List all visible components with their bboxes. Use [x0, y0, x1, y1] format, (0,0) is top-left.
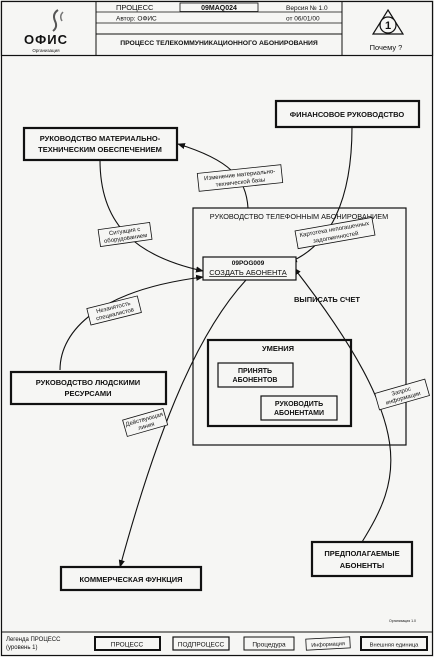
svg-text:РУКОВОДСТВО МАТЕРИАЛЬНО-: РУКОВОДСТВО МАТЕРИАЛЬНО-: [40, 134, 161, 143]
logo: ОФИС Организация: [24, 9, 68, 53]
node-commercial-function[interactable]: КОММЕРЧЕСКАЯ ФУНКЦИЯ: [59, 565, 203, 592]
legend: Легенда ПРОЦЕСС (уровень 1) ПРОЦЕСС ПОДП…: [1, 631, 433, 651]
legend-title-line2: (уровень 1): [6, 645, 38, 651]
node-prospective-subscribers[interactable]: ПРЕДПОЛАГАЕМЫЕ АБОНЕНТЫ: [310, 540, 414, 578]
logo-subtext: Организация: [32, 48, 60, 53]
svg-text:Процедура: Процедура: [252, 642, 286, 649]
svg-text:РУКОВОДСТВО ЛЮДСКИМИ: РУКОВОДСТВО ЛЮДСКИМИ: [36, 378, 140, 387]
why-label: Почему ?: [370, 43, 403, 52]
svg-text:РУКОВОДИТЬ: РУКОВОДИТЬ: [275, 401, 323, 408]
svg-text:ПРОЦЕСС: ПРОЦЕСС: [111, 642, 144, 649]
svg-text:ФИНАНСОВОЕ РУКОВОДСТВО: ФИНАНСОВОЕ РУКОВОДСТВО: [290, 110, 405, 119]
svg-text:АБОНЕНТАМИ: АБОНЕНТАМИ: [274, 410, 324, 417]
why-indicator: 1 Почему ?: [370, 8, 405, 52]
svg-text:АБОНЕНТЫ: АБОНЕНТЫ: [340, 561, 384, 570]
phone-subscription-title: РУКОВОДСТВО ТЕЛЕФОННЫМ АБОНИРОВАНИЕМ: [210, 212, 388, 221]
create-subscriber-code: 09POG009: [232, 260, 265, 267]
legend-item-subprocess: ПОДПРОЦЕСС: [172, 636, 230, 651]
flow-label-material-change: Изменение материально- технической базы: [196, 164, 284, 192]
svg-text:ПОДПРОЦЕСС: ПОДПРОЦЕСС: [178, 642, 225, 649]
node-manage-subscribers[interactable]: РУКОВОДИТЬ АБОНЕНТАМИ: [260, 395, 338, 421]
svg-text:Ситуация с: Ситуация с: [109, 227, 141, 237]
flame-icon: [52, 9, 59, 32]
node-material-management[interactable]: РУКОВОДСТВО МАТЕРИАЛЬНО- ТЕХНИЧЕСКИМ ОБЕ…: [22, 126, 179, 162]
flow-label-equipment: Ситуация с оборудованием: [97, 222, 153, 247]
author-label: Автор: ОФИС: [116, 16, 157, 23]
node-hr-management[interactable]: РУКОВОДСТВО ЛЮДСКИМИ РЕСУРСАМИ: [9, 370, 168, 406]
legend-item-process: ПРОЦЕСС: [94, 636, 161, 651]
svg-text:ПРЕДПОЛАГАЕМЫЕ: ПРЕДПОЛАГАЕМЫЕ: [324, 549, 399, 558]
footnote: Организация 1.0: [389, 619, 416, 623]
node-create-subscriber[interactable]: 09POG009 СОЗДАТЬ АБОНЕНТА: [202, 256, 297, 281]
svg-text:линия: линия: [137, 422, 155, 432]
svg-text:Информация: Информация: [311, 641, 345, 649]
node-financial-management[interactable]: ФИНАНСОВОЕ РУКОВОДСТВО: [274, 99, 421, 129]
flow-info-request: [293, 267, 392, 543]
why-number: 1: [385, 20, 391, 32]
node-issue-invoice[interactable]: ВЫПИСАТЬ СЧЕТ: [294, 295, 360, 304]
svg-text:АБОНЕНТОВ: АБОНЕНТОВ: [233, 377, 278, 384]
flow-label-staff: Незанятость специалистов: [86, 295, 142, 326]
process-code: 09MAQ024: [201, 5, 237, 12]
legend-item-external-unit: Внешняя единица: [360, 636, 428, 651]
process-type-label: ПРОЦЕСС: [116, 3, 154, 12]
process-title: ПРОЦЕСС ТЕЛЕКОММУНИКАЦИОННОГО АБОНИРОВАН…: [120, 40, 318, 47]
svg-text:ПРИНЯТЬ: ПРИНЯТЬ: [238, 368, 272, 375]
legend-item-information: Информация: [305, 636, 351, 651]
flow-debts: [289, 126, 353, 263]
phone-subscription-container: [192, 207, 407, 446]
svg-text:Внешняя единица: Внешняя единица: [370, 643, 420, 649]
create-subscriber-label: СОЗДАТЬ АБОНЕНТА: [209, 268, 287, 277]
svg-text:Запрос: Запрос: [391, 386, 412, 397]
version-label: Версия № 1.0: [286, 5, 328, 12]
header: ОФИС Организация ПРОЦЕСС 09MAQ024 Версия…: [0, 0, 434, 57]
legend-item-procedure: Процедура: [243, 636, 295, 651]
legend-title-line1: Легенда ПРОЦЕСС: [6, 637, 61, 643]
skills-label: УМЕНИЯ: [262, 344, 294, 353]
svg-text:КОММЕРЧЕСКАЯ ФУНКЦИЯ: КОММЕРЧЕСКАЯ ФУНКЦИЯ: [79, 575, 182, 584]
svg-text:ТЕХНИЧЕСКИМ ОБЕСПЕЧЕНИЕМ: ТЕХНИЧЕСКИМ ОБЕСПЕЧЕНИЕМ: [38, 145, 162, 154]
skills-group: [206, 338, 353, 428]
svg-text:РЕСУРСАМИ: РЕСУРСАМИ: [64, 389, 111, 398]
node-accept-subscribers[interactable]: ПРИНЯТЬ АБОНЕНТОВ: [217, 362, 294, 388]
flow-active-line: [118, 279, 247, 568]
date-label: от 06/01/00: [286, 16, 320, 23]
logo-text: ОФИС: [24, 32, 68, 47]
